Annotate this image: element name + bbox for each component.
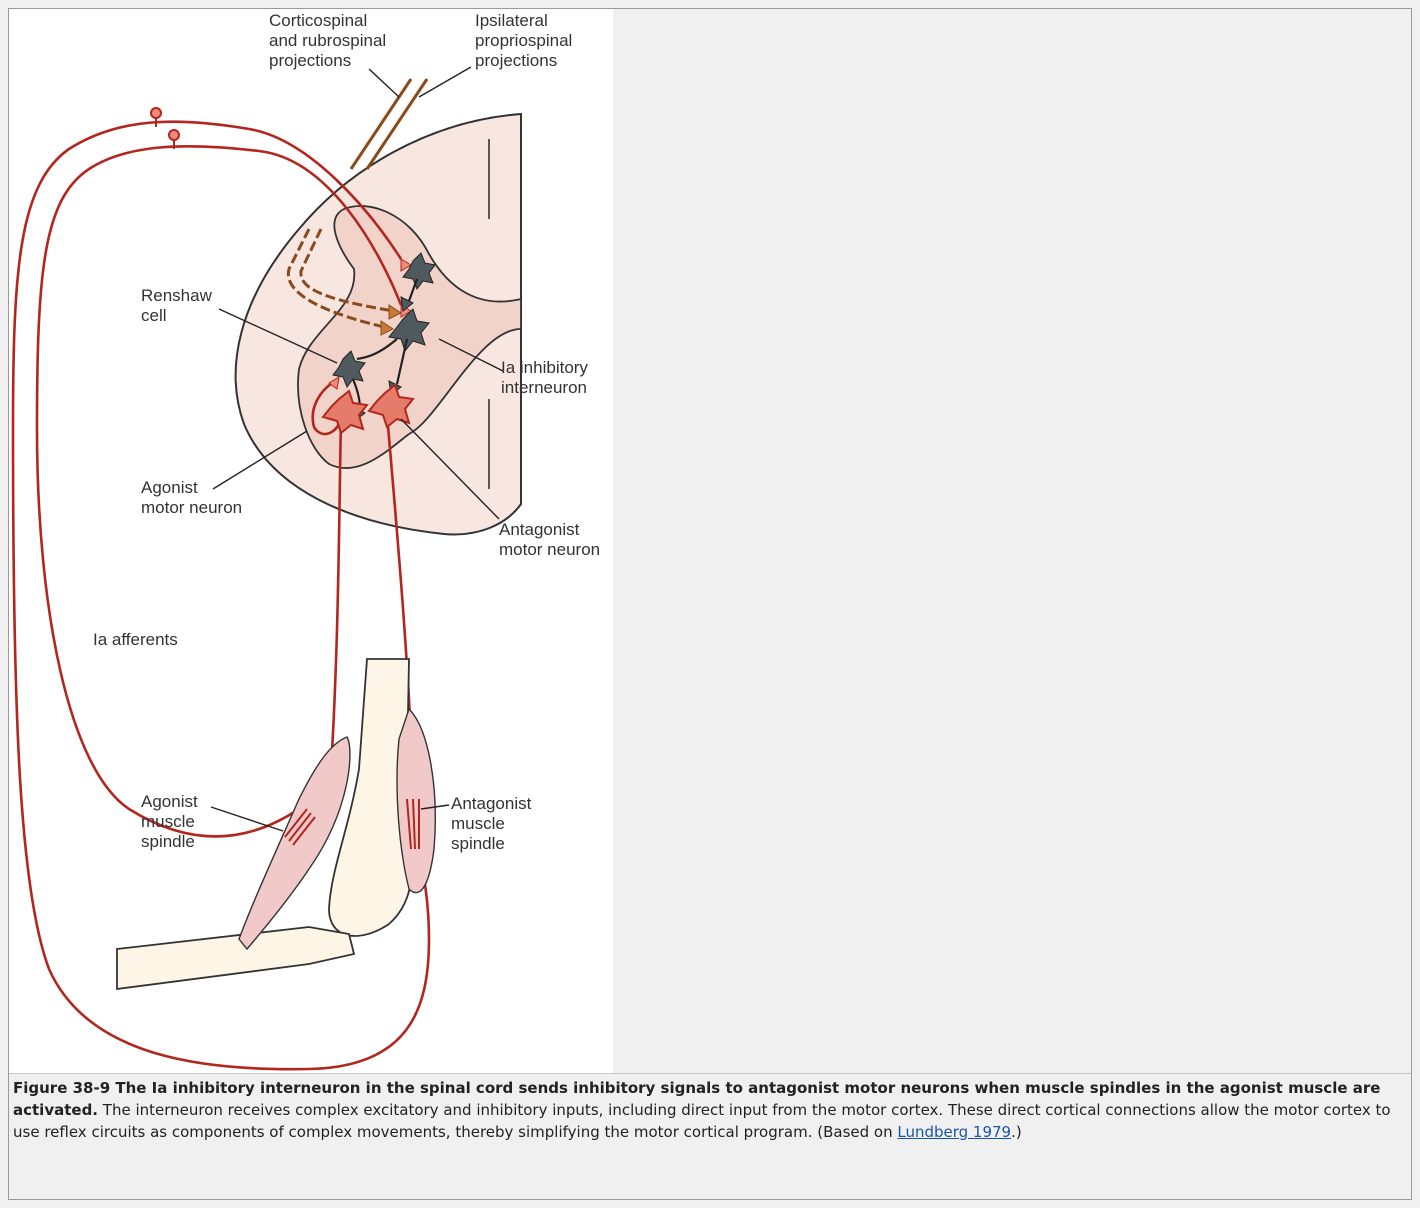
citation-link[interactable]: Lundberg 1979 (897, 1123, 1011, 1141)
label-ipsilateral: projections (475, 51, 557, 70)
label-agonist-spindle: spindle (141, 832, 195, 851)
label-antagonist-mn: Antagonist (499, 520, 580, 539)
label-antagonist-spindle: Antagonist (451, 794, 532, 813)
label-renshaw: cell (141, 306, 167, 325)
label-agonist-mn: Agonist (141, 478, 198, 497)
figure-frame: Corticospinal and rubrospinal projection… (8, 8, 1412, 1200)
label-ipsilateral: propriospinal (475, 31, 572, 50)
label-renshaw: Renshaw (141, 286, 213, 305)
forearm-bones (117, 927, 354, 989)
label-ia-inhibitory: Ia inhibitory (501, 358, 588, 377)
spinal-reflex-diagram: Corticospinal and rubrospinal projection… (9, 9, 613, 1073)
caption-body: The interneuron receives complex excitat… (13, 1101, 1391, 1141)
caption-end: .) (1011, 1123, 1022, 1141)
afferent-cell-bodies (151, 108, 179, 149)
label-antagonist-spindle: muscle (451, 814, 505, 833)
label-agonist-spindle: muscle (141, 812, 195, 831)
label-antagonist-spindle: spindle (451, 834, 505, 853)
label-corticospinal: Corticospinal (269, 11, 367, 30)
label-ipsilateral: Ipsilateral (475, 11, 548, 30)
label-corticospinal: and rubrospinal (269, 31, 386, 50)
figure-caption: Figure 38-9 The Ia inhibitory interneuro… (13, 1077, 1401, 1143)
label-ia-afferents: Ia afferents (93, 630, 178, 649)
label-agonist-spindle: Agonist (141, 792, 198, 811)
label-agonist-mn: motor neuron (141, 498, 242, 517)
label-ia-inhibitory: interneuron (501, 378, 587, 397)
label-antagonist-mn: motor neuron (499, 540, 600, 559)
caption-divider (9, 1073, 1411, 1074)
label-corticospinal: projections (269, 51, 351, 70)
figure-image: Corticospinal and rubrospinal projection… (9, 9, 613, 1073)
